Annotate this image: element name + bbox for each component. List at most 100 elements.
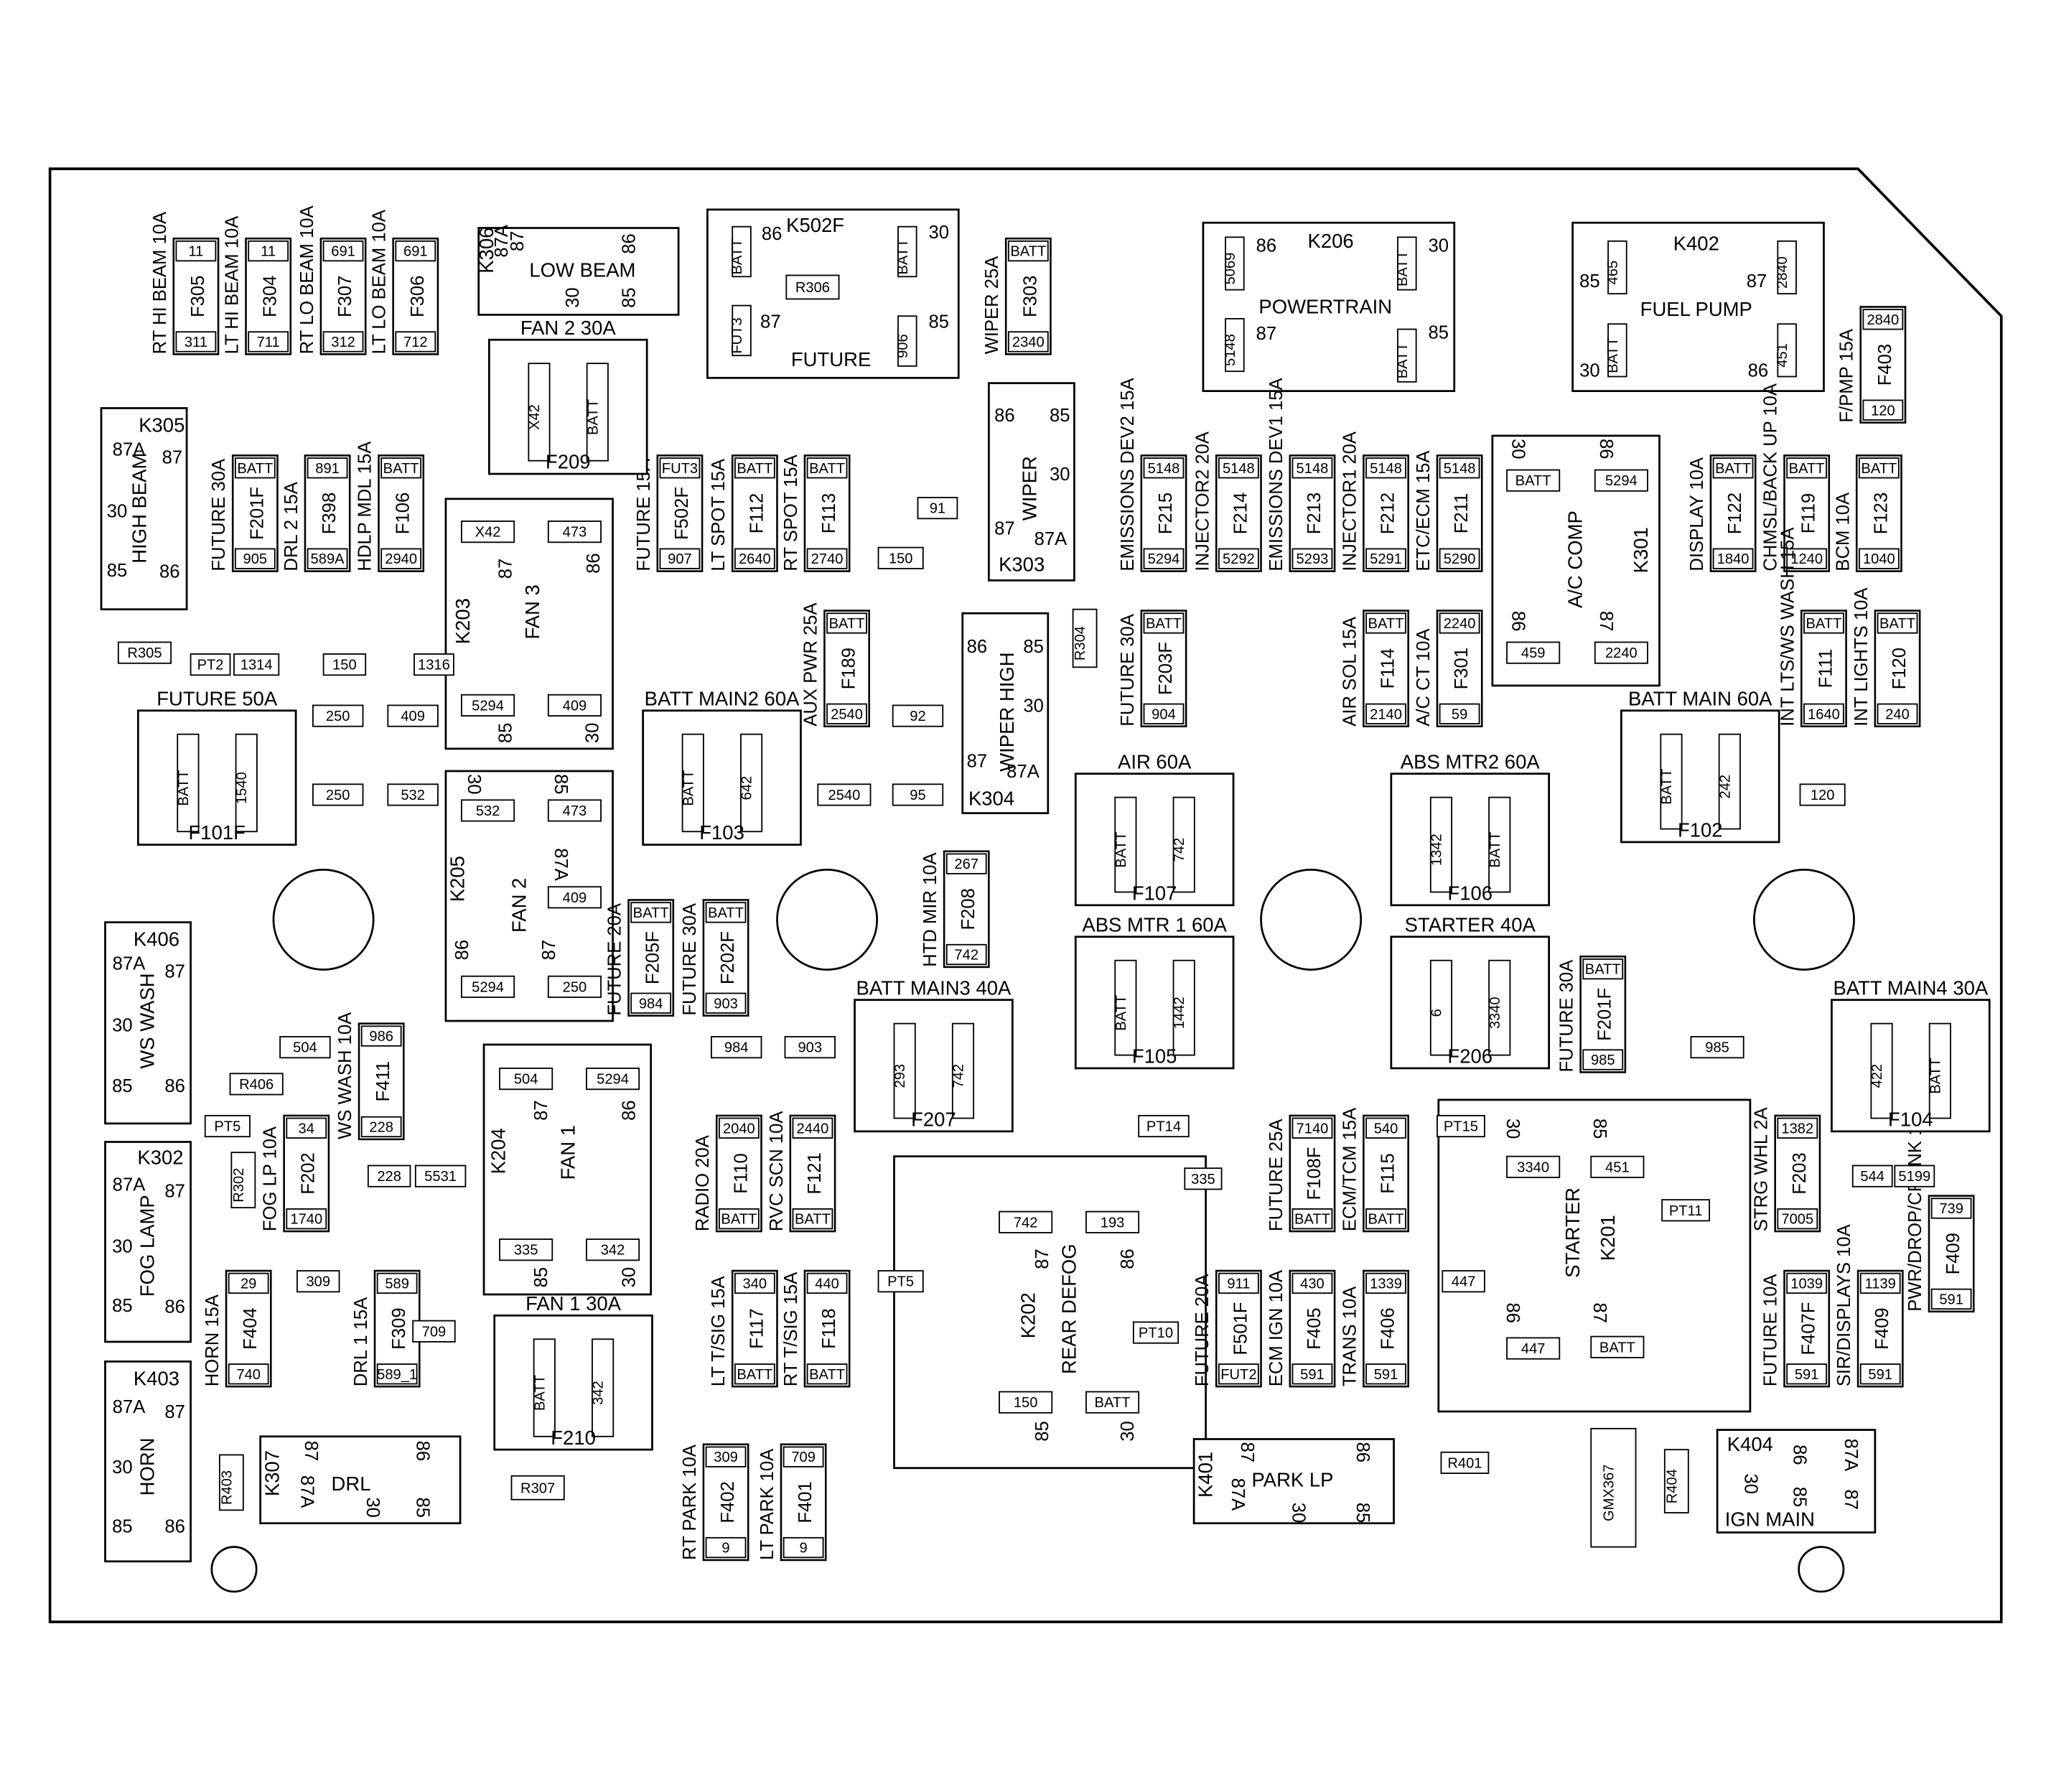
relay-terminal-tag-box xyxy=(1397,236,1417,291)
maxi-fuse-terminal-left: 1342 xyxy=(1429,834,1444,866)
fuse-terminal-top: BATT xyxy=(1789,461,1825,477)
fuse-id: F119 xyxy=(1799,493,1819,534)
fuse-terminal-bottom-box xyxy=(360,1116,402,1138)
misc-label-box xyxy=(917,497,958,520)
relay-pin: 85 xyxy=(929,312,950,332)
relay-name: FAN 1 xyxy=(556,1125,579,1180)
relay-terminal-tag-box xyxy=(460,799,515,822)
maxi-fuse-terminal-left-box xyxy=(528,363,551,462)
misc-label: R305 xyxy=(127,645,162,661)
misc-label: 309 xyxy=(306,1274,330,1290)
fuse-terminal-bottom-box xyxy=(945,943,987,966)
relay-pin: 86 xyxy=(452,940,472,961)
misc-label-box xyxy=(817,783,872,806)
fuse-terminal-bottom-box xyxy=(175,331,217,353)
misc-label-box xyxy=(218,1454,244,1511)
maxi-fuse-id: F102 xyxy=(1678,819,1723,841)
fuse-label: FOG LP 10A xyxy=(261,1126,281,1231)
fuse-terminal-top: 911 xyxy=(1227,1276,1250,1292)
fuse-terminal-top: 34 xyxy=(299,1121,314,1137)
misc-label-box xyxy=(1661,1199,1711,1222)
fuse-terminal-bottom-box xyxy=(806,1363,848,1385)
misc-label-box xyxy=(296,1270,340,1293)
relay-id: K203 xyxy=(452,598,474,644)
relay-body xyxy=(477,227,680,316)
relay-pin: 30 xyxy=(112,1457,133,1478)
fuse-terminal-top: 2440 xyxy=(797,1121,829,1137)
fuse-terminal-bottom-box xyxy=(1291,1208,1333,1230)
fuse-label: PWR/DROP/CRANK 10A xyxy=(1905,1102,1925,1311)
fuse-label: FUTURE 30A xyxy=(1118,613,1138,727)
relay-terminal-tag: 5148 xyxy=(1223,334,1238,366)
fuse-terminal-top-box xyxy=(1291,457,1333,479)
fuse-terminal-bottom: 5292 xyxy=(1223,551,1255,567)
fuse-terminal-top: 589 xyxy=(385,1276,409,1292)
relay-terminal-tag-box xyxy=(1506,1155,1561,1178)
relay-terminal-tag-box xyxy=(1225,318,1245,373)
fuse-terminal-bottom: 984 xyxy=(639,996,663,1012)
misc-label: R403 xyxy=(219,1470,235,1505)
fuse-terminal-top: 5148 xyxy=(1297,461,1329,477)
fuse-terminal-top: 5148 xyxy=(1223,461,1255,477)
fuse-terminal-bottom-box xyxy=(395,331,436,353)
fuse-terminal-top-box xyxy=(234,457,276,479)
fuse-terminal-top-box xyxy=(1365,1272,1406,1294)
relay-pin: 85 xyxy=(112,1517,133,1537)
misc-label: R304 xyxy=(1073,626,1088,661)
fuse-terminal-top: BATT xyxy=(1146,616,1182,632)
fuse-terminal-top-box xyxy=(659,457,701,479)
relay-pin: 30 xyxy=(464,774,484,795)
fuse-terminal-top-box xyxy=(1365,457,1406,479)
maxi-fuse-id: F206 xyxy=(1447,1045,1493,1068)
relay-terminal-tag-box xyxy=(1506,469,1561,492)
relay-pin: 87 xyxy=(1841,1489,1861,1510)
fuse-terminal-top-box xyxy=(1291,1117,1333,1139)
relay-terminal-tag: X42 xyxy=(475,525,501,541)
fuse-label: FUTURE 30A xyxy=(1557,959,1577,1073)
fuse-terminal-top-box xyxy=(734,457,775,479)
relay-pin: 87 xyxy=(1032,1249,1052,1269)
misc-label: 5199 xyxy=(1898,1169,1930,1185)
fuse-terminal-top-box xyxy=(376,1272,418,1294)
fuse-terminal-top: BATT xyxy=(809,461,845,477)
relay-terminal-tag: 2240 xyxy=(1605,645,1638,661)
misc-label-box xyxy=(877,546,924,569)
relay-name: DRL xyxy=(332,1473,371,1495)
relay-pin: 87 xyxy=(162,447,183,467)
fuse-terminal-top: 440 xyxy=(815,1276,839,1292)
fuse-terminal-bottom: 240 xyxy=(1885,706,1910,722)
fuse-label: WIPER 25A xyxy=(982,256,1002,355)
fuse-terminal-top: 540 xyxy=(1374,1121,1398,1137)
misc-label: PT10 xyxy=(1139,1325,1173,1341)
misc-label-box xyxy=(1440,1451,1490,1474)
relay-id: K401 xyxy=(1195,1452,1217,1498)
fuse-terminal-top-box xyxy=(286,1117,327,1139)
relay-terminal-tag-box xyxy=(1506,641,1561,664)
relay-pin: 86 xyxy=(1596,439,1616,459)
relay-terminal-tag: 5294 xyxy=(597,1072,629,1088)
relay-name: PARK LP xyxy=(1251,1468,1333,1490)
fuse-label: INT LTS/WS WASH 15A xyxy=(1778,527,1798,727)
misc-label: 532 xyxy=(401,788,425,803)
relay-terminal-tag: 409 xyxy=(563,698,587,714)
relay-terminal-tag-box xyxy=(897,225,917,278)
relay-pin: 86 xyxy=(762,224,783,244)
fuse-id: F406 xyxy=(1378,1307,1398,1349)
relay-id: K306 xyxy=(475,228,498,274)
fuse-label: STRG WHL 2A xyxy=(1752,1106,1772,1231)
fuse-label: EMISSIONS DEV2 15A xyxy=(1118,378,1138,571)
fuse-label: RT SPOT 15A xyxy=(781,454,801,571)
relay-pin: 85 xyxy=(551,774,571,795)
relay-pin: 86 xyxy=(413,1441,433,1462)
maxi-fuse-body xyxy=(1831,999,1991,1133)
misc-label-box xyxy=(1072,608,1098,668)
